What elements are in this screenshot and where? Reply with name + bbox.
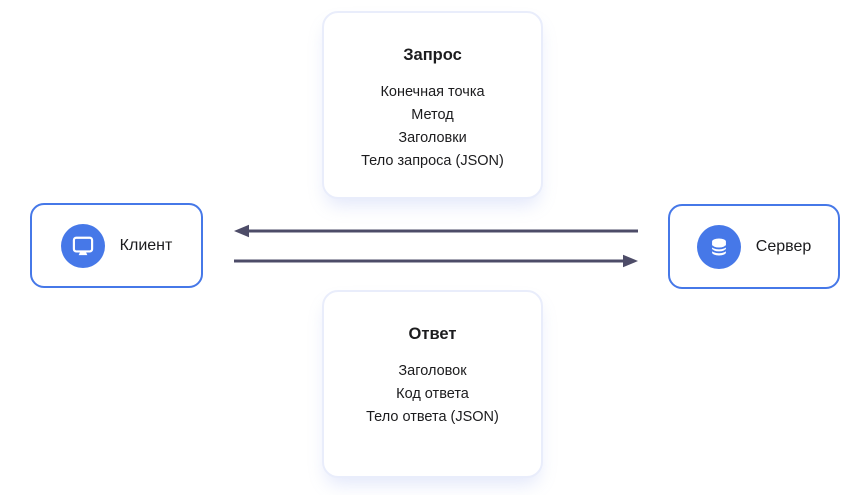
database-icon xyxy=(710,238,727,255)
client-icon-circle xyxy=(60,223,105,268)
client-to-server-arrow xyxy=(234,254,638,268)
response-item-body: Тело ответа (JSON) xyxy=(366,409,499,425)
response-card-items: Заголовок Код ответа Тело ответа (JSON) xyxy=(324,360,541,429)
request-item-body: Тело запроса (JSON) xyxy=(361,153,504,169)
response-item-header: Заголовок xyxy=(398,363,467,379)
response-card-title: Ответ xyxy=(408,325,457,343)
server-node-label: Сервер xyxy=(755,237,812,255)
monitor-icon xyxy=(72,236,93,255)
server-to-client-arrow xyxy=(234,224,638,238)
request-item-endpoint: Конечная точка xyxy=(380,84,485,100)
request-card-title: Запрос xyxy=(403,46,462,64)
request-item-method: Метод xyxy=(411,107,454,123)
response-card: Ответ Заголовок Код ответа Тело ответа (… xyxy=(322,290,543,478)
client-node-label: Клиент xyxy=(119,236,173,254)
server-icon-circle xyxy=(696,224,741,269)
request-item-headers: Заголовки xyxy=(398,130,467,146)
request-card: Запрос Конечная точка Метод Заголовки Те… xyxy=(322,11,543,199)
response-item-code: Код ответа xyxy=(396,386,469,402)
client-node: Клиент xyxy=(30,203,203,288)
arrows-layer xyxy=(234,224,638,268)
server-node: Сервер xyxy=(668,204,840,289)
request-card-items: Конечная точка Метод Заголовки Тело запр… xyxy=(324,81,541,173)
